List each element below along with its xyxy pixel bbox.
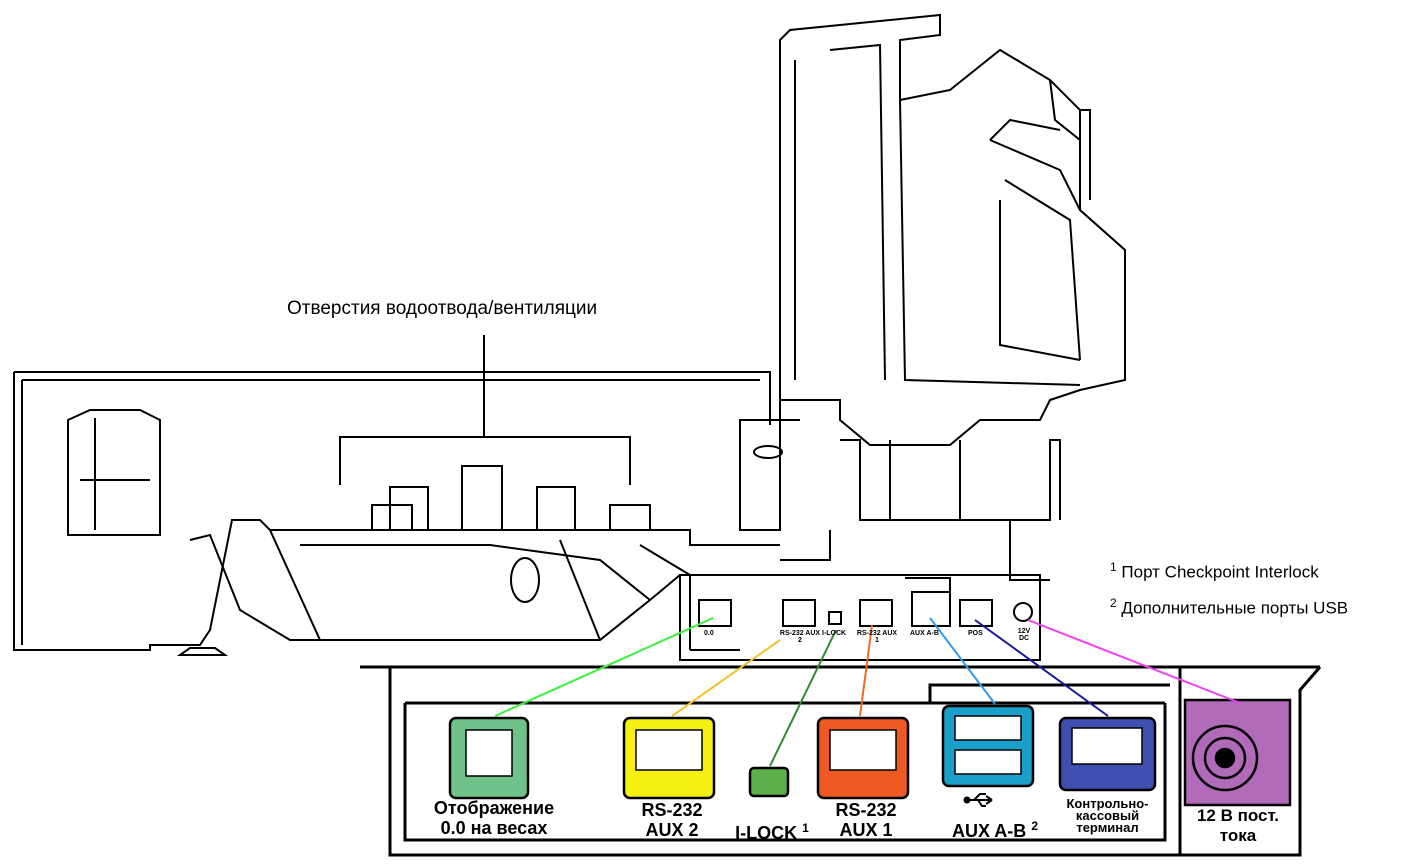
panel-ilock-port	[828, 611, 842, 625]
vent-holes-label: Отверстия водоотвода/вентиляции	[287, 298, 598, 319]
note-checkpoint-interlock: 1 Порт Checkpoint Interlock	[1110, 560, 1319, 582]
usb-trident-icon	[963, 793, 993, 807]
panel-rs232-aux1-port	[859, 599, 893, 627]
label-dc12: 12 В пост.тока	[1196, 806, 1280, 845]
scanner-line-art	[13, 13, 1126, 661]
panel-pos-port	[959, 599, 993, 627]
note-extra-usb: 2 Дополнительные порты USB	[1110, 596, 1349, 618]
leader-rs232-aux2	[671, 639, 781, 717]
label-ilock: I-LOCK 1	[735, 821, 809, 843]
panel-tag-dc: 12V DC	[1017, 628, 1031, 642]
vent-bracket	[339, 335, 631, 485]
leader-dc12	[1027, 619, 1241, 704]
leader-lines	[494, 617, 1241, 767]
port-panel-enlarged	[360, 665, 1322, 857]
connector-shapes	[448, 698, 1292, 807]
panel-tag-aux-ab: AUX A-B	[910, 630, 939, 637]
leader-scale-display	[494, 617, 714, 717]
leader-aux-ab	[929, 617, 996, 705]
panel-tag-scale: 0.0	[704, 630, 714, 637]
panel-port-strip	[698, 591, 1033, 627]
panel-rs232-aux2-port	[782, 599, 816, 627]
panel-dc-jack	[1013, 602, 1033, 622]
leader-pos	[974, 619, 1109, 717]
panel-tag-rs232-aux2: RS-232 AUX 2	[779, 630, 821, 644]
panel-tag-pos: POS	[968, 630, 983, 637]
panel-tag-rs232-aux1: RS-232 AUX 1	[856, 630, 898, 644]
leader-ilock	[769, 629, 837, 767]
panel-tag-ilock: I-LOCK	[822, 630, 847, 637]
ilock-connector	[748, 766, 790, 798]
label-aux-ab: AUX A-B 2	[951, 819, 1039, 841]
leader-rs232-aux1	[859, 624, 873, 717]
